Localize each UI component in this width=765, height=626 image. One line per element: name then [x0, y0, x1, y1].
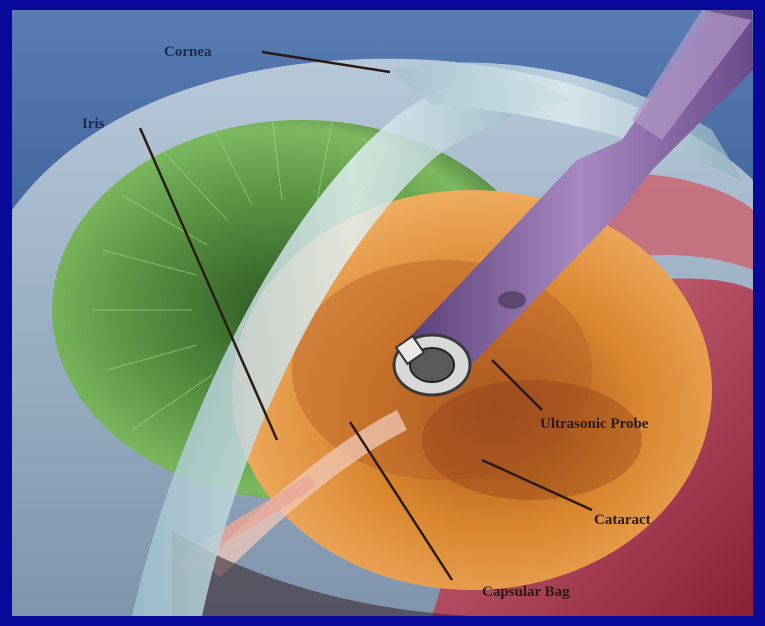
cataract-surgery-illustration: Cornea Iris Ultrasonic Probe Cataract Ca…	[12, 10, 753, 616]
cataract-label: Cataract	[594, 512, 651, 528]
ultrasonic-probe-label: Ultrasonic Probe	[540, 416, 649, 432]
iris-label: Iris	[82, 116, 105, 132]
cornea-label: Cornea	[164, 44, 212, 60]
capsular-bag-label: Capsular Bag	[482, 584, 570, 600]
